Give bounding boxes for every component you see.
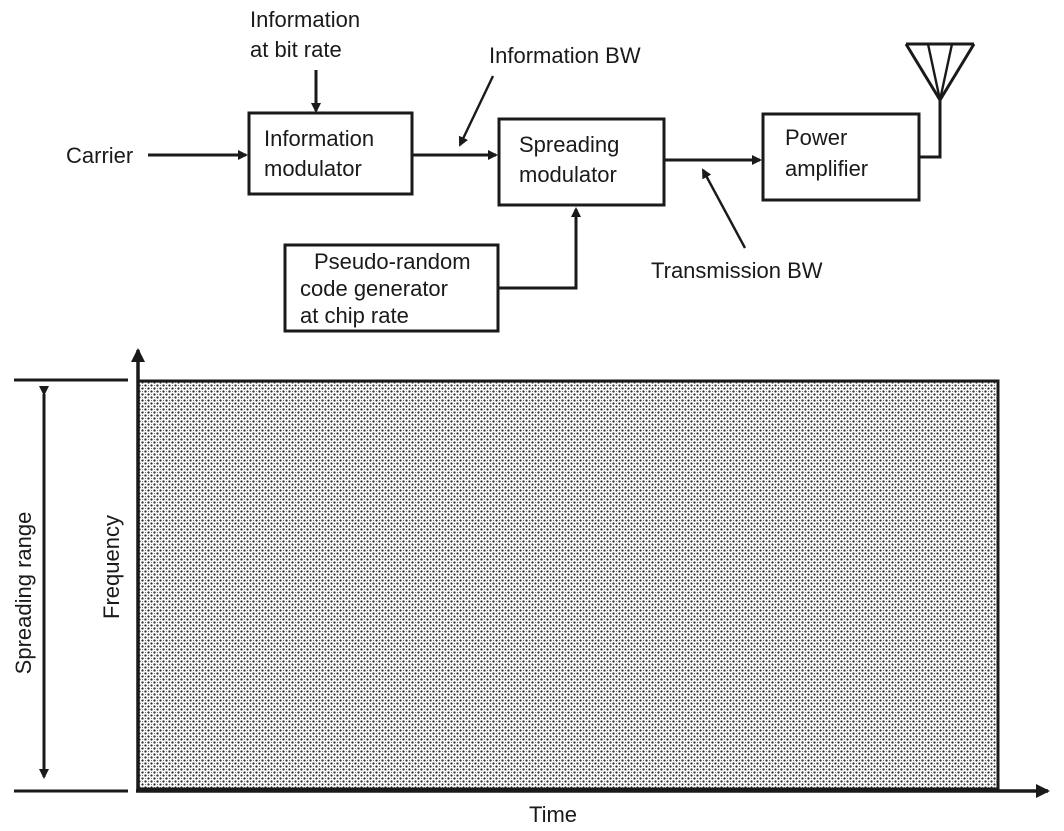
information-modulator-label-line2: modulator <box>264 156 362 181</box>
y-axis-label: Frequency <box>99 515 124 619</box>
transmission-bw-label: Transmission BW <box>651 258 823 283</box>
information-bw-label: Information BW <box>489 43 641 68</box>
power-amplifier-box <box>761 112 921 202</box>
information-bw-pointer <box>458 75 495 147</box>
information-modulator-label-line1: Information <box>264 126 374 151</box>
power-amplifier-label-line1: Power <box>785 125 847 150</box>
spreading-modulator-label-line2: modulator <box>519 162 617 187</box>
amp-to-antenna-wire <box>919 100 942 159</box>
transmission-bw-pointer <box>701 168 747 249</box>
info-input-label-line2: at bit rate <box>250 37 342 62</box>
spreading-modulator-box <box>497 117 666 207</box>
prn-generator-label-line2: code generator <box>300 276 448 301</box>
carrier-label: Carrier <box>66 143 133 168</box>
prn-to-spreading-arrow <box>498 207 581 290</box>
antenna-icon <box>904 42 976 103</box>
info-input-label-line1: Information <box>250 7 360 32</box>
spread-spectrum-region <box>136 379 1000 791</box>
prn-generator-label-line1: Pseudo-random <box>314 249 471 274</box>
prn-generator-box <box>283 243 500 333</box>
power-amplifier-label-line2: amplifier <box>785 156 868 181</box>
block-diagram: Carrier Information at bit rate Informat… <box>66 7 976 333</box>
prn-generator-label-line3: at chip rate <box>300 303 409 328</box>
spreading-modulator-label-line1: Spreading <box>519 132 619 157</box>
spectrum-plot: Frequency Time Spreading range <box>11 348 1050 827</box>
x-axis-label: Time <box>529 802 577 827</box>
spreading-range-label: Spreading range <box>11 512 36 675</box>
